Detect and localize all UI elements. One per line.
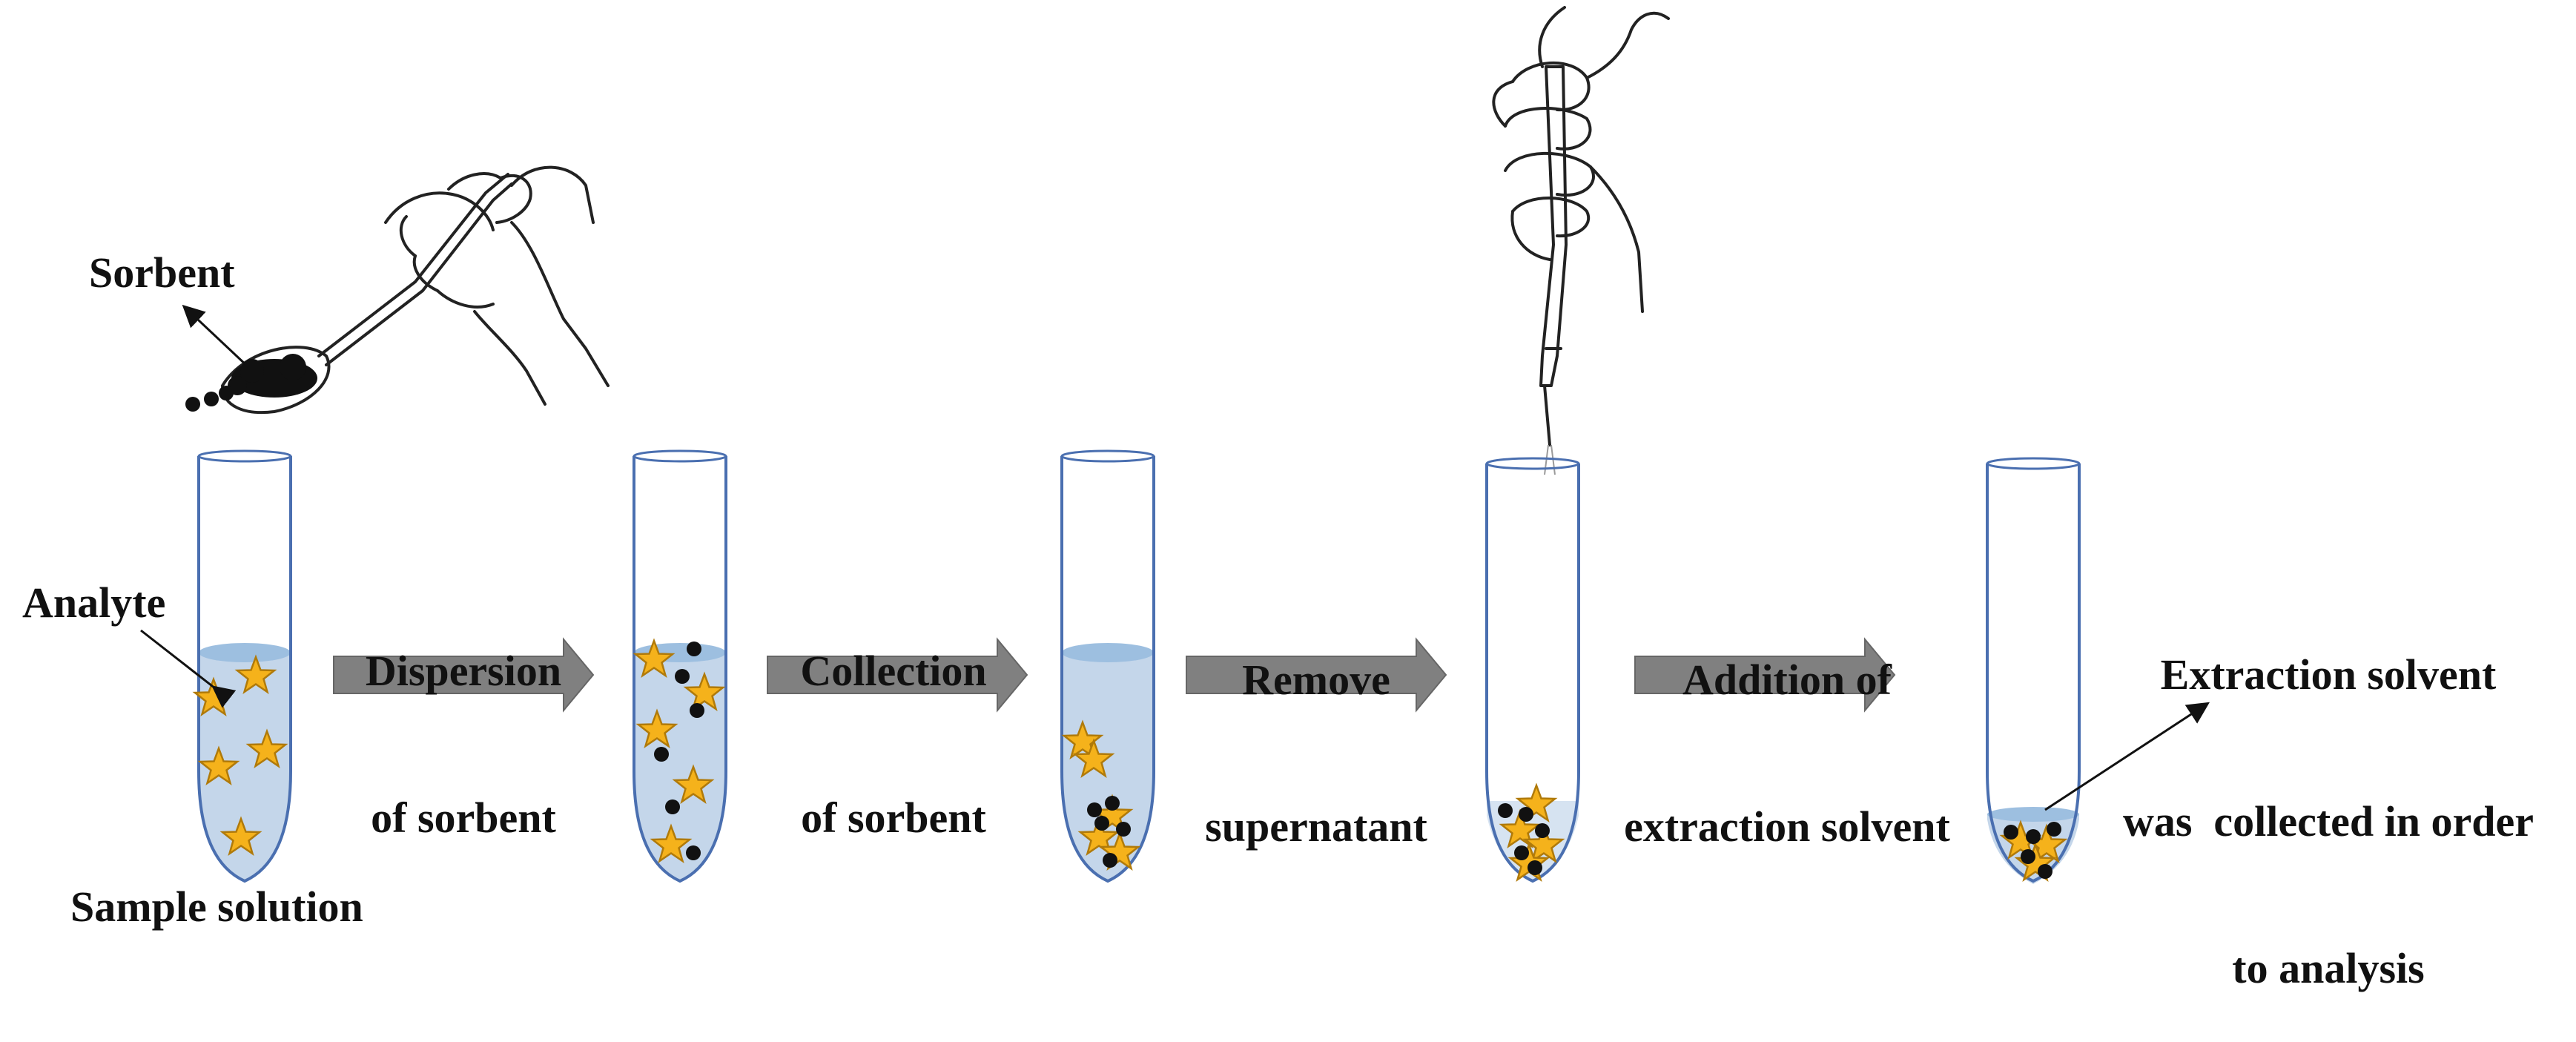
sorbent-particle-icon bbox=[1087, 796, 1131, 868]
final-note-line-2: was collected in order bbox=[2122, 797, 2534, 845]
dispersive-spe-workflow-diagram bbox=[140, 6, 2210, 884]
analyte-label: Analyte bbox=[22, 578, 166, 627]
final-note-line-1: Extraction solvent bbox=[2160, 650, 2497, 699]
sorbent-pointer-arrow bbox=[182, 304, 250, 369]
step-3-line-1: Remove bbox=[1242, 656, 1390, 704]
sorbent-particle-icon bbox=[1498, 803, 1550, 875]
process-arrow-1 bbox=[333, 637, 595, 713]
sample-solution-label: Sample solution bbox=[70, 883, 363, 931]
step-1-line-1: Dispersion bbox=[365, 647, 562, 695]
sorbent-label: Sorbent bbox=[89, 248, 235, 297]
extraction-solvent-pointer-arrow bbox=[2044, 702, 2210, 811]
step-2-label: Collection of sorbent bbox=[764, 549, 1023, 891]
process-arrow-4 bbox=[1634, 637, 1896, 713]
tube-5-extraction-solvent bbox=[1986, 457, 2081, 884]
final-note-line-3: to analysis bbox=[2232, 944, 2425, 992]
tube-4-supernatant-removed bbox=[1485, 457, 1580, 883]
step-3-label: Remove supernatant bbox=[1183, 558, 1450, 900]
step-1-label: Dispersion of sorbent bbox=[337, 549, 589, 891]
step-3-line-2: supernatant bbox=[1205, 802, 1427, 851]
step-2-line-1: Collection bbox=[800, 647, 987, 695]
step-4-label: Addition of extraction solvent bbox=[1616, 558, 1958, 900]
tube-3-collected-sorbent bbox=[1060, 449, 1155, 883]
process-arrow-3 bbox=[1186, 637, 1447, 713]
pipette-with-hand-icon bbox=[1492, 6, 1670, 446]
tube-1-sample-solution bbox=[194, 449, 292, 883]
step-4-line-1: Addition of bbox=[1682, 656, 1892, 704]
sorbent-particle-icon bbox=[2004, 822, 2061, 879]
step-1-line-2: of sorbent bbox=[371, 794, 556, 842]
sorbent-particle-icon bbox=[654, 642, 704, 860]
process-arrow-2 bbox=[767, 637, 1028, 713]
step-4-line-2: extraction solvent bbox=[1624, 802, 1950, 851]
final-note-label: Extraction solvent was collected in orde… bbox=[2098, 553, 2558, 1042]
sorbent-pile bbox=[185, 354, 317, 412]
tube-2-dispersed-sorbent bbox=[633, 449, 727, 883]
step-2-line-2: of sorbent bbox=[801, 794, 986, 842]
spoon-with-hand-icon bbox=[221, 165, 610, 415]
analyte-pointer-arrow bbox=[140, 629, 237, 708]
